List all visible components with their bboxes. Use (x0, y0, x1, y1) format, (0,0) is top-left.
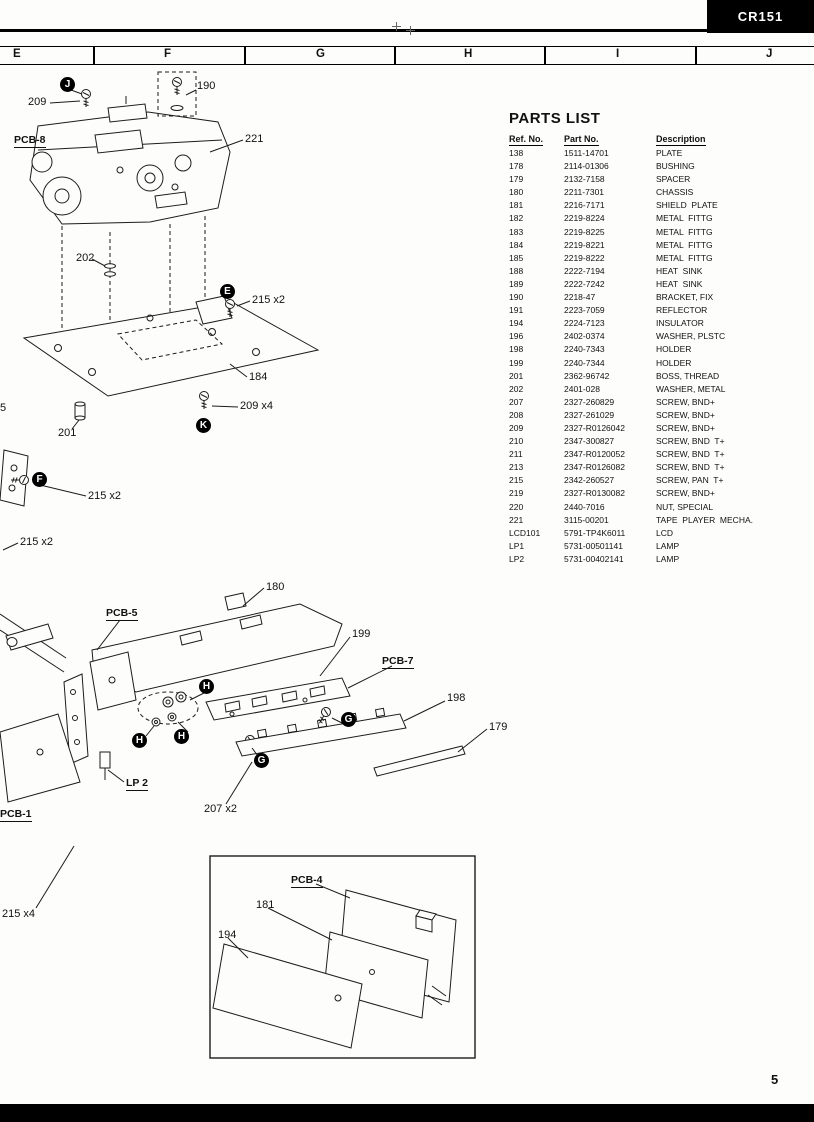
callout-209x4: 209 x4 (240, 400, 274, 412)
callout-215x2-c: 215 x2 (20, 536, 54, 548)
grid-divider (244, 47, 246, 64)
col-ref-no: Ref. No. (509, 134, 544, 146)
callout-199: 199 (352, 628, 371, 640)
callout-181: 181 (256, 899, 275, 911)
model-label: CR151 (707, 0, 814, 33)
callout-circle-h: H (174, 729, 189, 744)
callout-209: 209 (28, 96, 47, 108)
callout-194: 194 (218, 929, 237, 941)
callout-215x2-b: 215 x2 (88, 490, 122, 502)
callout-179: 179 (489, 721, 508, 733)
col-description: Description (656, 134, 706, 146)
grid-letter-f: F (164, 48, 172, 60)
grid-letter-e: E (13, 48, 21, 60)
callout-180: 180 (266, 581, 285, 593)
callout-201: 201 (58, 427, 77, 439)
grid-letter-j: J (766, 48, 773, 60)
callout-184: 184 (249, 371, 268, 383)
callout-190: 190 (197, 80, 216, 92)
callout-215x4: 215 x4 (2, 908, 36, 920)
callout-circle-g: G (341, 712, 356, 727)
top-rule (0, 29, 710, 32)
parts-list-title: PARTS LIST (509, 110, 601, 127)
page-number: 5 (771, 1072, 779, 1087)
tape-mechanism-drawing (0, 71, 320, 551)
callout-circle-h: H (132, 733, 147, 748)
col-part-no: Part No. (564, 134, 599, 146)
callout-221: 221 (245, 133, 264, 145)
grid-divider (544, 47, 546, 64)
grid-divider (394, 47, 396, 64)
grid-letter-g: G (316, 48, 325, 60)
callout-circle-f: F (32, 472, 47, 487)
grid-divider (695, 47, 697, 64)
registration-mark (392, 22, 401, 31)
callout-circle-h: H (199, 679, 214, 694)
callout-pcb-7: PCB-7 (382, 655, 414, 669)
grid-letter-h: H (464, 48, 473, 60)
grid-letter-i: I (616, 48, 620, 60)
parts-list: PARTS LIST Ref. No. Part No. Description… (507, 110, 771, 566)
callout-198: 198 (447, 692, 466, 704)
callout-207x2: 207 x2 (204, 803, 238, 815)
callout-215x2-a: 215 x2 (252, 294, 286, 306)
callout-202: 202 (76, 252, 95, 264)
callout-pcb-5: PCB-5 (106, 607, 138, 621)
parts-list-header-row: Ref. No. Part No. Description (507, 134, 771, 147)
front-chassis-drawing (0, 587, 488, 909)
callout-edge-5: 5 (0, 402, 7, 414)
callout-lp2: LP 2 (126, 777, 148, 791)
callout-circle-k: K (196, 418, 211, 433)
callout-pcb-8: PCB-8 (14, 134, 46, 148)
bottom-bar (0, 1104, 814, 1122)
callout-pcb-4: PCB-4 (291, 874, 323, 888)
registration-mark (406, 26, 415, 35)
grid-divider (93, 47, 95, 64)
callout-circle-e: E (220, 284, 235, 299)
callout-circle-j: J (60, 77, 75, 92)
callout-circle-g: G (254, 753, 269, 768)
pcb4-inset-drawing (209, 855, 476, 1059)
callout-pcb-1: PCB-1 (0, 808, 32, 822)
grid-reference-strip: E F G H I J (0, 46, 814, 65)
